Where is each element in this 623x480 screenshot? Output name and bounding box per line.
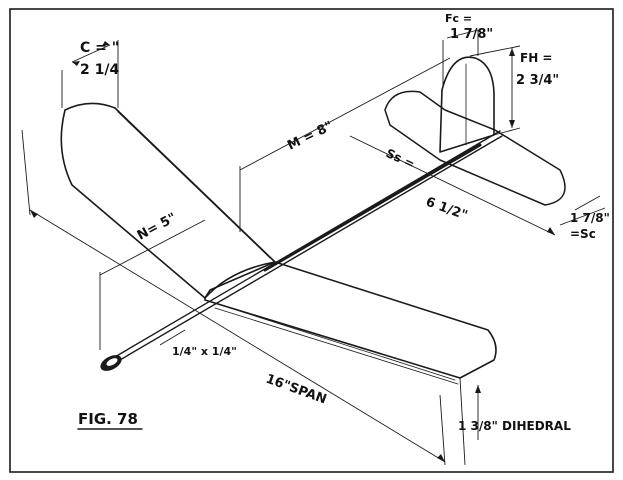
- dihedral-label: 1 3/8" DIHEDRAL: [458, 419, 571, 433]
- chord-value: 2 1/4: [80, 62, 119, 78]
- stab-chord-label: =Sc: [570, 227, 596, 241]
- stabilizer: [384, 90, 566, 206]
- fin-height-value: 2 3/4": [516, 73, 559, 88]
- nose-block: [100, 355, 122, 371]
- chord-label: C = ": [80, 40, 119, 56]
- fin: [439, 56, 495, 153]
- left-wing: [60, 102, 276, 299]
- stab-span-label: Ss =: [384, 146, 417, 171]
- motor-stick-label: 1/4" x 1/4": [172, 345, 237, 358]
- span-label: 16"SPAN: [264, 372, 329, 408]
- page-border: [9, 8, 614, 473]
- fin-chord-label: Fc =: [445, 12, 472, 25]
- stab-span-value: 6 1/2": [424, 195, 470, 224]
- nose-length-label: N= 5": [135, 211, 179, 244]
- fin-chord-value: 1 7/8": [450, 27, 493, 42]
- right-wing: [204, 261, 497, 385]
- dimension-lines: [21, 29, 606, 466]
- figure-label: FIG. 78: [78, 410, 138, 428]
- fin-height-label: FH =: [520, 51, 552, 65]
- moment-arm-label: M = 8": [285, 119, 335, 154]
- motor-stick: [107, 130, 503, 368]
- stab-chord-value: 1 7/8": [570, 211, 610, 225]
- dimension-arrows: [30, 41, 555, 462]
